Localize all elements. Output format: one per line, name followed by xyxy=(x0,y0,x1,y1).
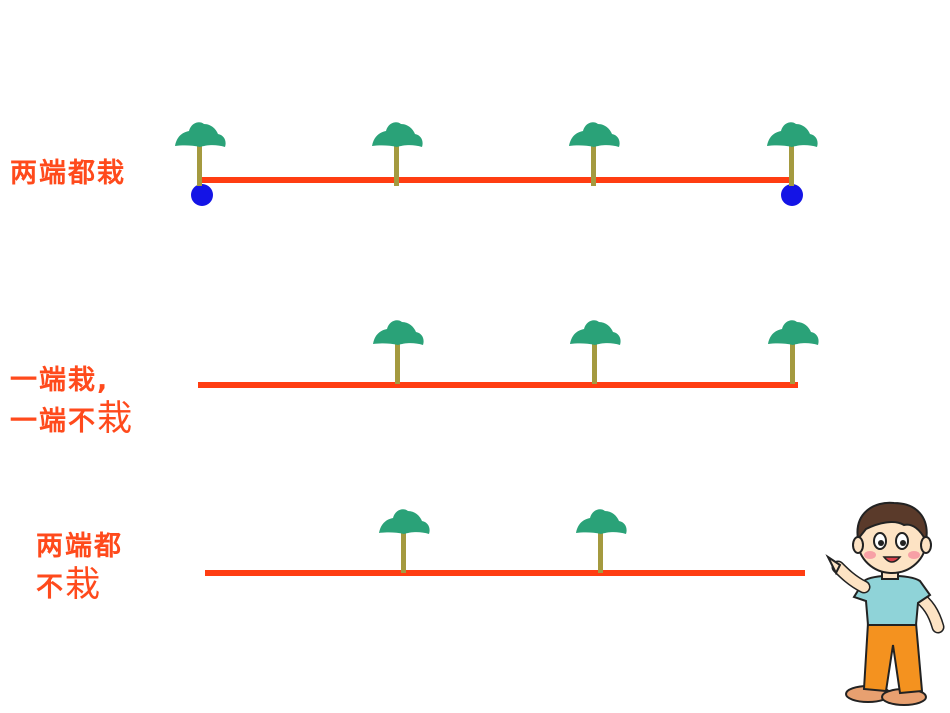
tree-icon xyxy=(175,122,226,186)
row3-label-part-b: 栽 xyxy=(65,564,103,605)
tree-icon xyxy=(768,320,819,384)
row1-road-line xyxy=(198,177,794,183)
tree-icon xyxy=(569,122,620,186)
row3-road-line xyxy=(205,570,805,576)
row2-label-part-b: 栽 xyxy=(97,398,135,439)
row2-label-part-a: 一端不 xyxy=(10,405,97,437)
pointing-boy-illustration xyxy=(825,501,945,706)
row2-label-line1: 一端栽, xyxy=(10,365,110,396)
row2-label-line2: 一端不栽 xyxy=(10,398,134,442)
row1-label-text: 两端都栽 xyxy=(10,158,126,189)
tree-icon xyxy=(767,122,818,186)
row2-label: 一端栽, 一端不栽 xyxy=(10,364,134,442)
row3-label-line2: 不栽 xyxy=(36,564,123,608)
row2-road-line xyxy=(198,382,798,388)
tree-icon xyxy=(570,320,621,384)
row3-label-line1: 两端都 xyxy=(36,531,123,562)
row3-label: 两端都 不栽 xyxy=(36,530,123,608)
row1-right-end-dot xyxy=(781,184,803,206)
row3-label-part-a: 不 xyxy=(36,571,65,603)
tree-icon xyxy=(372,122,423,186)
row1-label: 两端都栽 xyxy=(10,157,126,191)
tree-icon xyxy=(373,320,424,384)
row1-left-end-dot xyxy=(191,184,213,206)
tree-icon xyxy=(379,509,430,573)
tree-icon xyxy=(576,509,627,573)
